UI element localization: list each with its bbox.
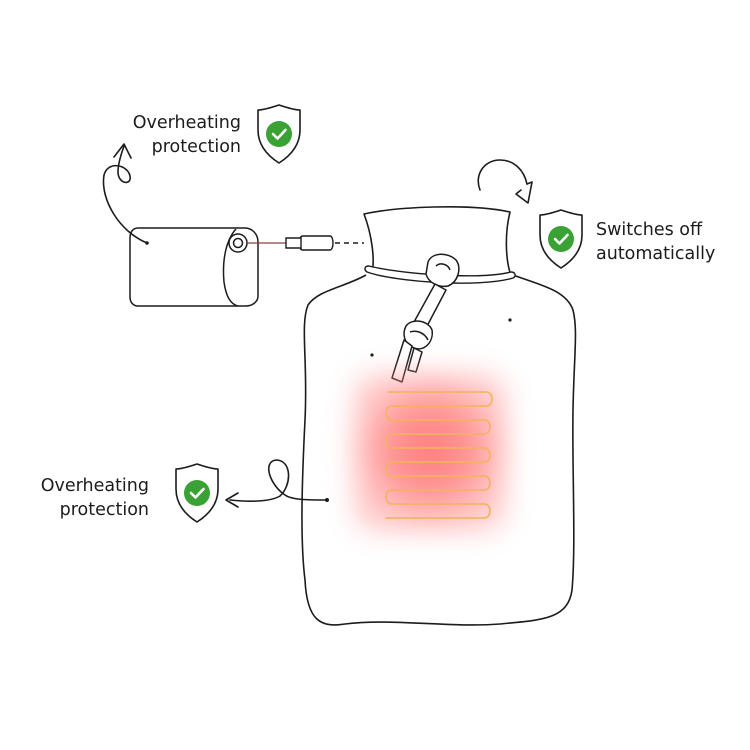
- arrow-icon: [102, 143, 148, 244]
- label-line: protection: [151, 137, 241, 157]
- label-line: Overheating: [132, 113, 241, 133]
- switches-off-label: Switches off automatically: [596, 218, 715, 266]
- label-line: automatically: [596, 244, 716, 264]
- plug-connector: [285, 235, 334, 251]
- heating-element: [385, 391, 493, 519]
- overheating-protection-label-side: Overheating protection: [41, 474, 149, 522]
- label-line: Overheating: [40, 476, 149, 496]
- overheating-protection-label-top: Overheating protection: [133, 111, 241, 159]
- power-bank: [129, 227, 259, 307]
- arrow-icon: [477, 159, 533, 204]
- shield-check-icon: [256, 103, 302, 165]
- knot: [370, 253, 512, 383]
- shield-check-icon: [538, 208, 584, 270]
- label-line: protection: [59, 500, 149, 520]
- arrow-icon: [225, 459, 329, 508]
- label-line: Switches off: [596, 220, 703, 240]
- shield-check-icon: [174, 462, 220, 524]
